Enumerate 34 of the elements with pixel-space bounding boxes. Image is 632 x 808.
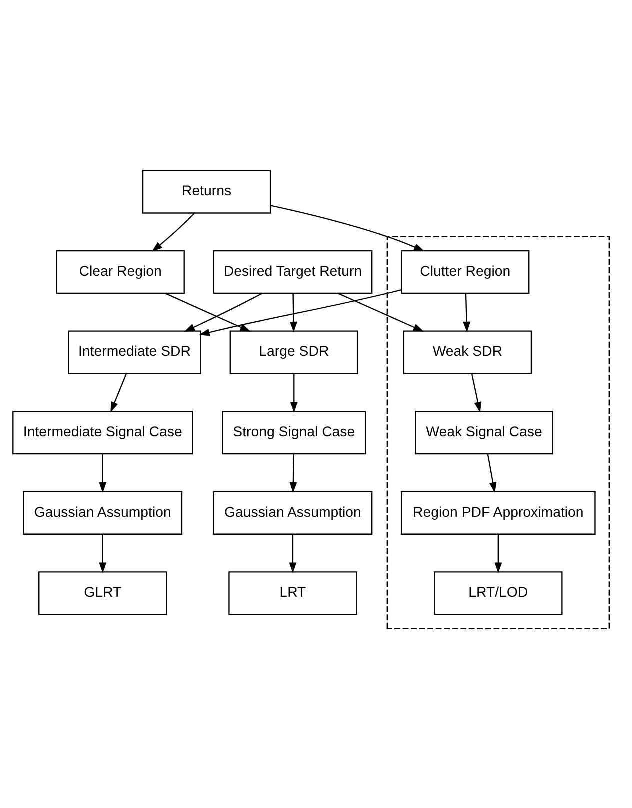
node-box: Weak SDR bbox=[403, 330, 532, 374]
node-box: Desired Target Return bbox=[213, 250, 373, 294]
node-box: Gaussian Assumption bbox=[213, 490, 373, 534]
arrow bbox=[471, 374, 482, 412]
arrow bbox=[290, 374, 298, 412]
arrow bbox=[110, 373, 127, 412]
arrow bbox=[338, 292, 424, 332]
arrow bbox=[270, 204, 425, 252]
node-box: Clear Region bbox=[56, 250, 185, 294]
arrow bbox=[487, 454, 497, 493]
arrow bbox=[99, 534, 107, 573]
arrow bbox=[290, 293, 298, 332]
arrow bbox=[152, 212, 195, 252]
arrow bbox=[463, 293, 471, 332]
node-box: LRT bbox=[228, 571, 358, 615]
arrow bbox=[289, 534, 297, 573]
node-box: Clutter Region bbox=[401, 250, 530, 294]
node-box: Gaussian Assumption bbox=[23, 490, 183, 534]
node-box: Weak Signal Case bbox=[415, 410, 554, 454]
arrow bbox=[99, 454, 107, 493]
arrow bbox=[184, 292, 262, 332]
node-box: Region PDF Approximation bbox=[401, 490, 596, 534]
node-box: LRT/LOD bbox=[434, 571, 563, 615]
arrow bbox=[290, 454, 298, 493]
node-box: Returns bbox=[142, 170, 272, 214]
node-box: Large SDR bbox=[230, 330, 358, 374]
cluster bbox=[386, 236, 610, 629]
arrow bbox=[166, 292, 251, 332]
node-box: GLRT bbox=[38, 571, 168, 615]
node-box: Strong Signal Case bbox=[222, 410, 366, 454]
node-box: Intermediate Signal Case bbox=[12, 410, 194, 454]
arrow bbox=[494, 534, 502, 573]
node-box: Intermediate SDR bbox=[68, 330, 202, 374]
arrow bbox=[199, 289, 402, 336]
